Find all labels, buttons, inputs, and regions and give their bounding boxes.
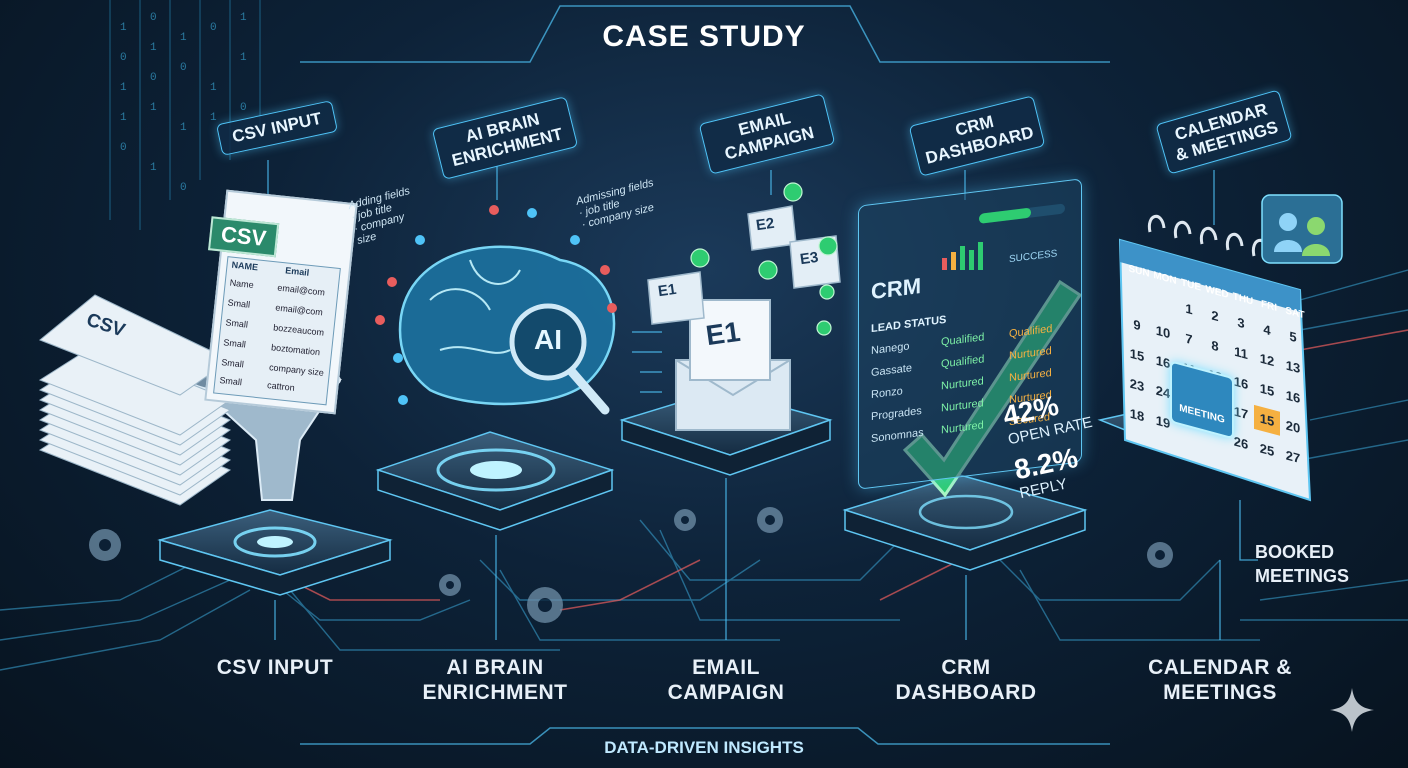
csv-cell: Small [220, 357, 245, 370]
calendar-date: 1 [1185, 300, 1193, 318]
label-email-campaign: EMAIL CAMPAIGN [667, 656, 785, 704]
svg-text:0: 0 [120, 52, 127, 64]
calendar-date: 8 [1211, 337, 1219, 355]
crm-row-right: Qualified [1009, 322, 1053, 341]
crm-row-name: Ronzo [871, 385, 903, 402]
crm-row-status: Qualified [941, 353, 985, 371]
calendar-date: 16 [1285, 387, 1301, 407]
crm-row-right: Nurtured [1009, 366, 1052, 385]
svg-text:0: 0 [240, 102, 247, 114]
calendar-date: 12 [1259, 350, 1275, 370]
csv-cell: cattron [266, 380, 296, 393]
crm-progress-track [979, 203, 1065, 224]
csv-doc-badge: CSV [208, 216, 280, 258]
label-crm-dashboard: CRM DASHBOARD [895, 656, 1037, 704]
label-calendar-meetings: CALENDAR & MEETINGS [1148, 656, 1292, 704]
csv-cell: company size [268, 362, 325, 378]
csv-document: CSV NAME Email Name email@com Small emai… [204, 189, 358, 415]
csv-cell: Small [218, 375, 243, 388]
calendar-date: 3 [1237, 314, 1245, 332]
svg-text:1: 1 [120, 22, 127, 34]
label-csv-input: CSV INPUT [216, 656, 334, 679]
email-small-label: E2 [754, 214, 776, 235]
calendar-date: 25 [1259, 440, 1275, 460]
email-main-label: E1 [703, 315, 743, 352]
meeting-label: MEETING [1179, 402, 1225, 427]
csv-cell: email@com [276, 282, 326, 298]
crm-progress-fill [979, 207, 1031, 224]
svg-text:1: 1 [150, 42, 157, 54]
svg-text:1: 1 [210, 82, 217, 94]
svg-text:0: 0 [180, 62, 187, 74]
crm-row-name: Gassate [871, 362, 912, 380]
csv-cell: Small [222, 337, 247, 350]
crm-logo: CRM [871, 273, 922, 305]
calendar-date: 15 [1254, 404, 1280, 436]
crm-row-name: Progrades [871, 404, 922, 424]
crm-row-status: Nurtured [941, 419, 984, 437]
ai-badge: AI [534, 324, 562, 355]
sparkle-icon [1330, 688, 1374, 732]
svg-text:0: 0 [120, 142, 127, 154]
email-small-label: E3 [798, 248, 820, 269]
crm-success-label: SUCCESS [1009, 248, 1058, 266]
svg-text:1: 1 [240, 12, 247, 24]
calendar-date [1150, 287, 1176, 318]
booked-meetings-label: BOOKED MEETINGS [1255, 542, 1350, 586]
footer-caption: DATA-DRIVEN INSIGHTS [604, 738, 804, 757]
csv-header-email: Email [284, 265, 310, 278]
svg-text:1: 1 [210, 112, 217, 124]
csv-cell: Small [227, 297, 251, 310]
svg-text:1: 1 [180, 32, 187, 44]
crm-row-name: Sonomnas [871, 426, 924, 446]
calendar-date: 15 [1129, 345, 1145, 365]
calendar-date: 2 [1211, 307, 1219, 325]
csv-table: NAME Email Name email@com Small email@co… [213, 256, 341, 406]
svg-text:0: 0 [210, 22, 217, 34]
email-small-label: E1 [656, 280, 678, 301]
csv-cell: Small [225, 317, 249, 330]
csv-cell: Name [229, 277, 255, 291]
label-ai-brain-enrichment: AI BRAIN ENRICHMENT [422, 656, 568, 704]
calendar-date: 11 [1234, 343, 1248, 363]
calendar-date: 18 [1129, 405, 1145, 425]
svg-text:0: 0 [180, 182, 187, 194]
csv-cell: bozzeaucom [272, 322, 325, 338]
calendar-date: 27 [1285, 447, 1301, 467]
crm-row-status: Nurtured [941, 375, 984, 393]
calendar-date: 20 [1285, 417, 1301, 437]
calendar-date: 9 [1133, 316, 1141, 334]
svg-text:1: 1 [180, 122, 187, 134]
svg-text:0: 0 [150, 72, 157, 84]
crm-row-right: Nurtured [1009, 344, 1052, 363]
calendar-date: 10 [1155, 322, 1171, 342]
csv-cell: email@com [274, 302, 324, 318]
calendar-date [1124, 280, 1150, 311]
svg-text:1: 1 [150, 102, 157, 114]
crm-row-status: Qualified [941, 331, 985, 349]
csv-cell: boztomation [270, 342, 321, 358]
svg-text:1: 1 [120, 82, 127, 94]
calendar-date: 13 [1285, 357, 1301, 377]
crm-lead-status: LEAD STATUS [871, 313, 947, 336]
page-title: CASE STUDY [602, 20, 806, 53]
svg-text:1: 1 [150, 162, 157, 174]
title-banner: CASE STUDY [545, 6, 863, 62]
calendar-date: 4 [1263, 321, 1271, 339]
crm-mini-bars [942, 242, 983, 270]
calendar-date: 7 [1185, 330, 1193, 348]
crm-row-status: Nurtured [941, 397, 984, 415]
calendar-date: 23 [1129, 375, 1145, 395]
csv-header-name: NAME [231, 259, 259, 273]
calendar-date: 5 [1289, 328, 1297, 346]
crm-row-name: Nanego [871, 340, 910, 358]
svg-text:0: 0 [150, 12, 157, 24]
calendar-date: 15 [1259, 380, 1275, 400]
svg-text:1: 1 [240, 52, 247, 64]
svg-text:1: 1 [120, 112, 127, 124]
